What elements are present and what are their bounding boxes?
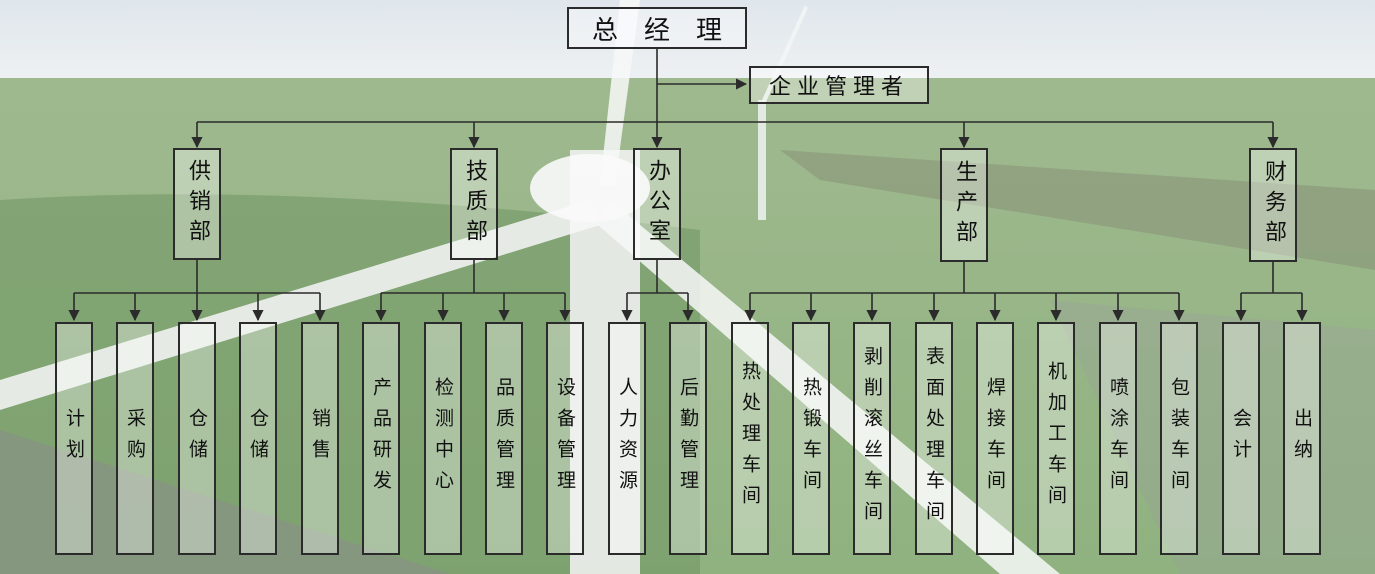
unit-cashier: 出纳 <box>1283 322 1321 555</box>
unit-quality-mgmt: 品质管理 <box>485 322 523 555</box>
unit-equipment-mgmt: 设备管理 <box>546 322 584 555</box>
dept-supply-sales: 供销部 <box>173 148 221 260</box>
dept-tech-quality: 技质部 <box>450 148 498 260</box>
unit-plan: 计划 <box>55 322 93 555</box>
unit-warehouse-2: 仓储 <box>239 322 277 555</box>
unit-spraying: 喷涂车间 <box>1099 322 1137 555</box>
unit-sales: 销售 <box>301 322 339 555</box>
unit-warehouse-1: 仓储 <box>178 322 216 555</box>
unit-logistics: 后勤管理 <box>669 322 707 555</box>
dept-office: 办公室 <box>633 148 681 260</box>
unit-peeling-rolling: 剥削滚丝车间 <box>853 322 891 555</box>
unit-welding: 焊接车间 <box>976 322 1014 555</box>
unit-surface-treatment: 表面处理车间 <box>915 322 953 555</box>
unit-packaging: 包装车间 <box>1160 322 1198 555</box>
unit-testing-center: 检测中心 <box>424 322 462 555</box>
dept-production: 生产部 <box>940 148 988 262</box>
unit-hr: 人力资源 <box>608 322 646 555</box>
ceo-box: 总 经 理 <box>567 7 747 49</box>
unit-accounting: 会计 <box>1222 322 1260 555</box>
unit-hot-forging: 热锻车间 <box>792 322 830 555</box>
dept-finance: 财务部 <box>1249 148 1297 262</box>
unit-purchase: 采购 <box>116 322 154 555</box>
unit-heat-treatment: 热处理车间 <box>731 322 769 555</box>
unit-machining: 机加工车间 <box>1037 322 1075 555</box>
enterprise-manager-box: 企业管理者 <box>749 66 929 104</box>
unit-product-rd: 产品研发 <box>362 322 400 555</box>
